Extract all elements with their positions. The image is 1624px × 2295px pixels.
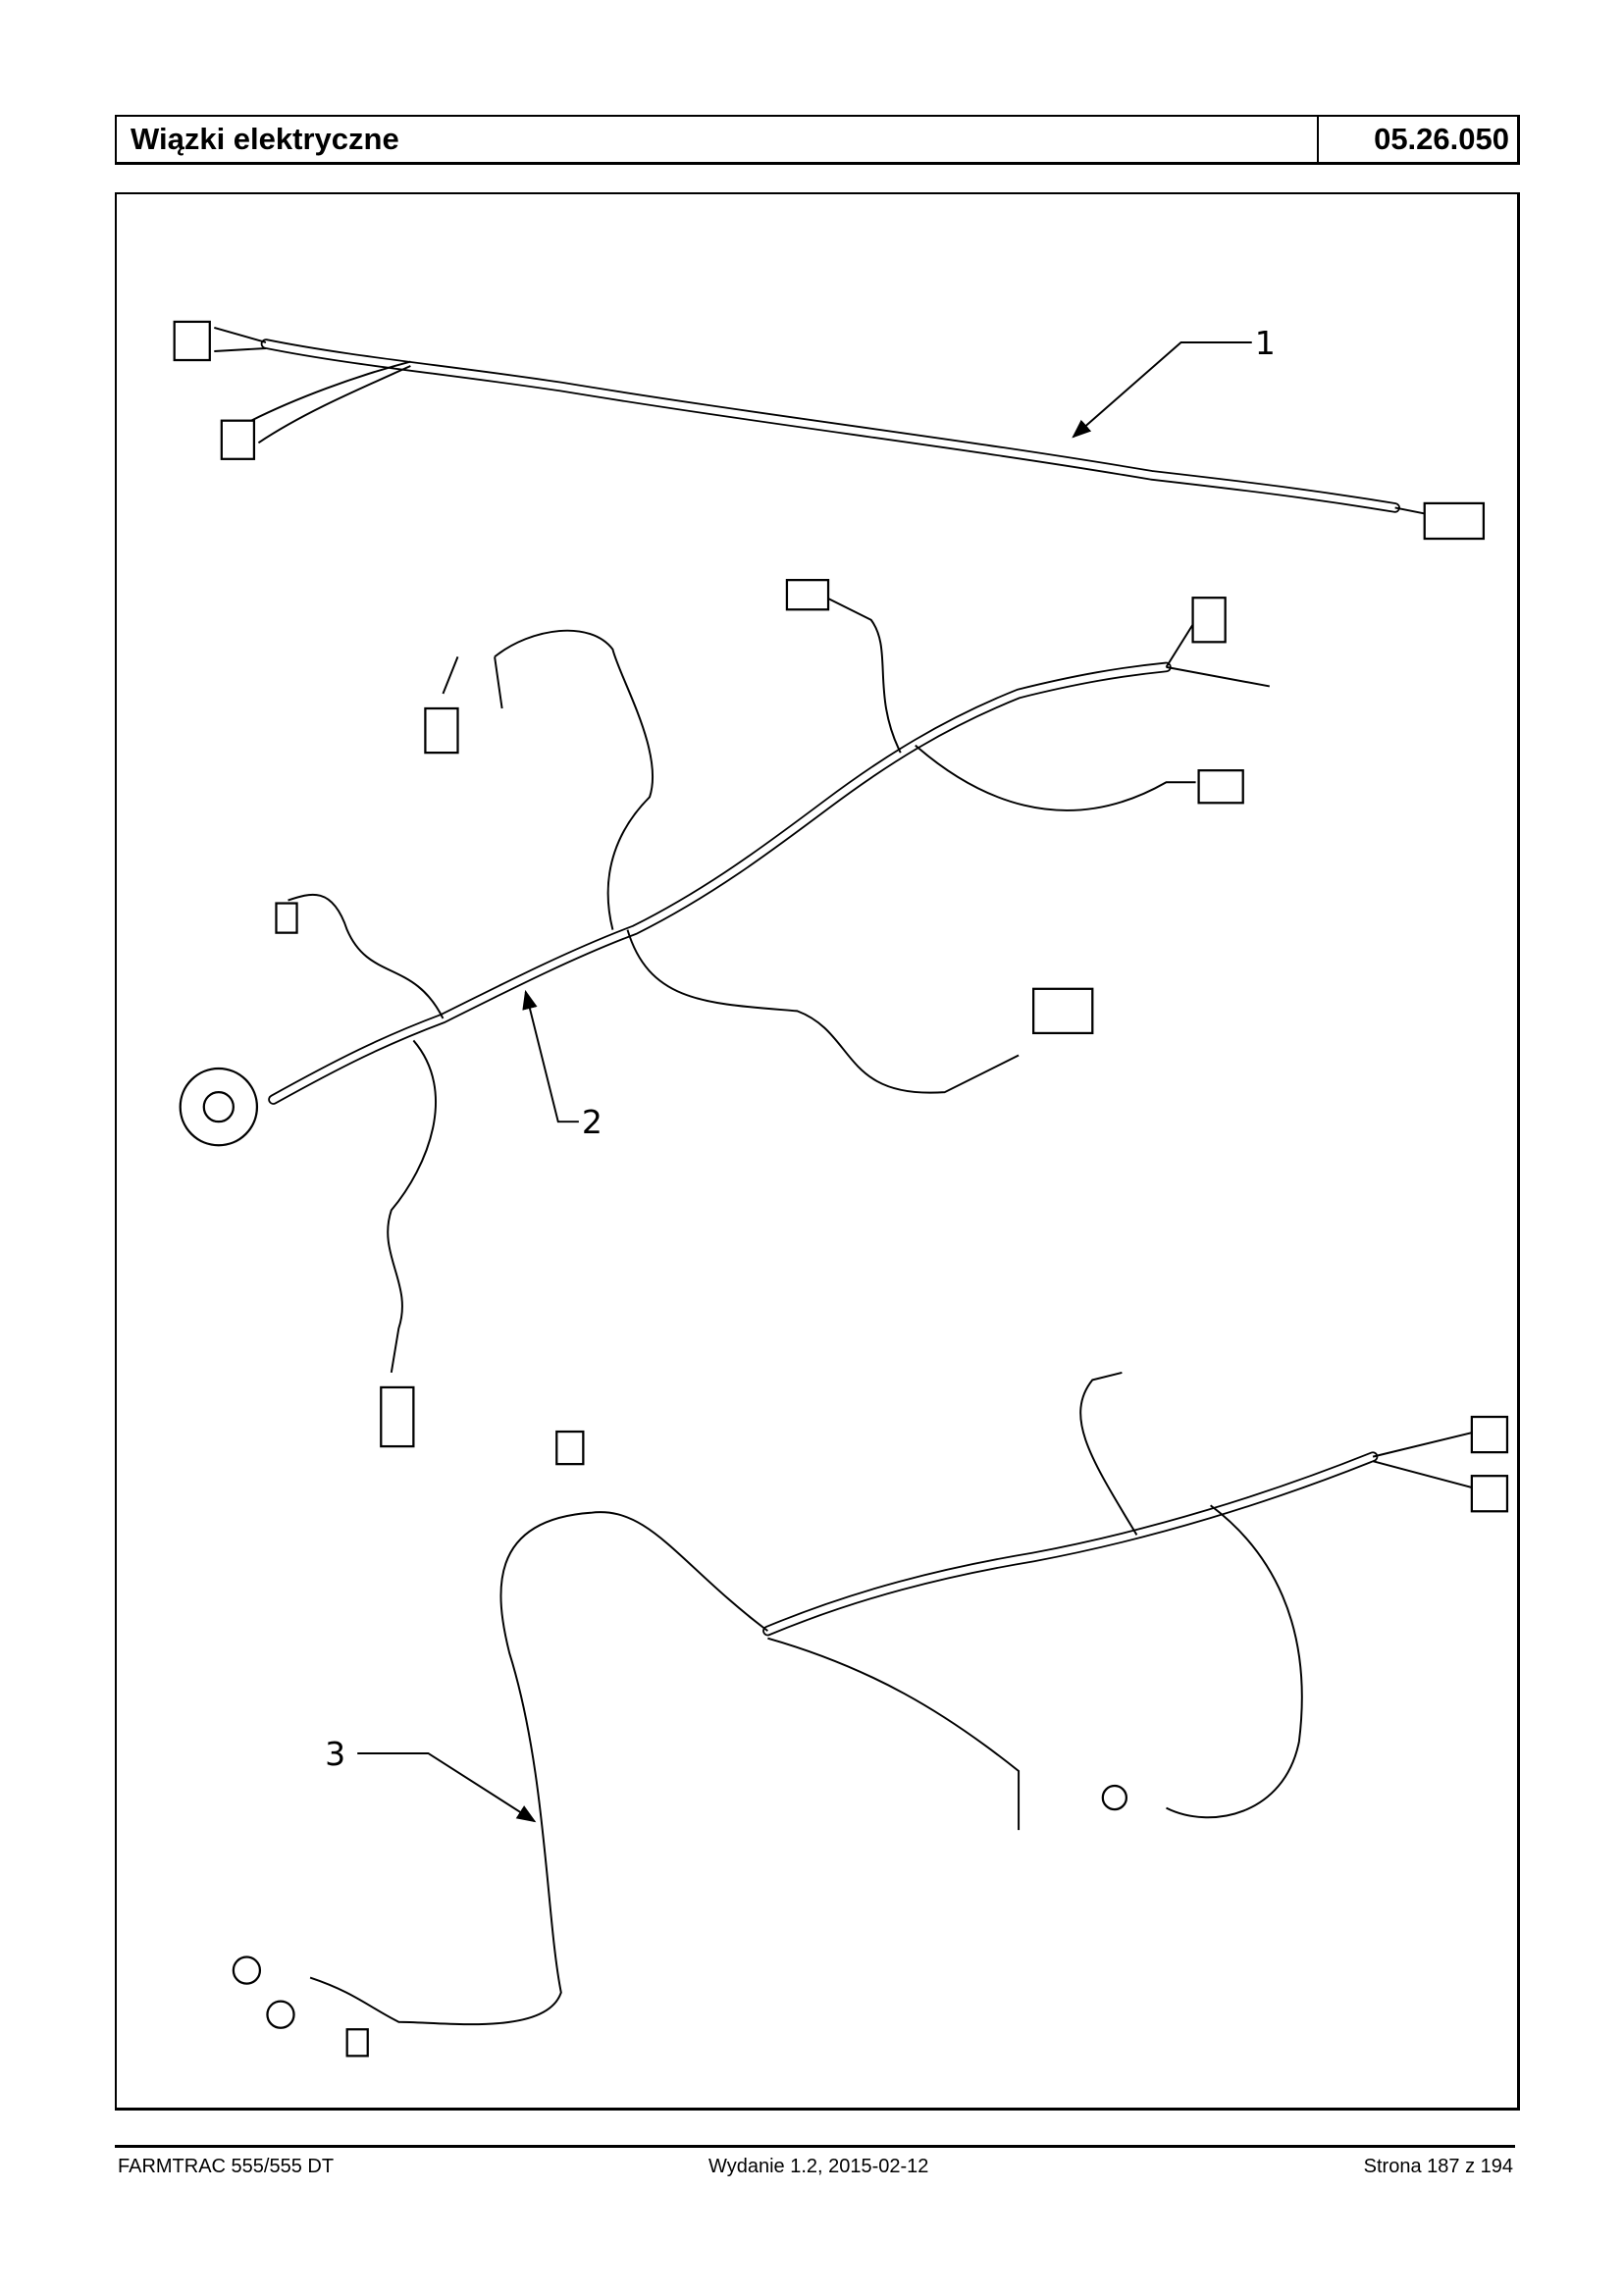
harness-2 (179, 579, 1270, 1448)
page-header: Wiązki elektryczne 05.26.050 (115, 115, 1520, 165)
footer-edition: Wydanie 1.2, 2015-02-12 (708, 2156, 929, 2177)
harness-3 (232, 1371, 1509, 2058)
footer-divider (115, 2145, 1515, 2148)
callout-2-leader (522, 989, 579, 1123)
footer-model: FARMTRAC 555/555 DT (118, 2156, 335, 2177)
callout-1: 1 (1255, 324, 1276, 362)
callout-3-leader (357, 1751, 537, 1823)
diagram-frame (115, 192, 1520, 2111)
callout-3: 3 (325, 1735, 345, 1773)
section-title: Wiązki elektryczne (117, 117, 1319, 162)
section-code: 05.26.050 (1374, 122, 1509, 156)
callout-2: 2 (582, 1103, 602, 1141)
callout-1-leader (1072, 340, 1252, 439)
footer-page: Strona 187 z 194 (1363, 2156, 1513, 2177)
harness-1 (173, 320, 1486, 541)
